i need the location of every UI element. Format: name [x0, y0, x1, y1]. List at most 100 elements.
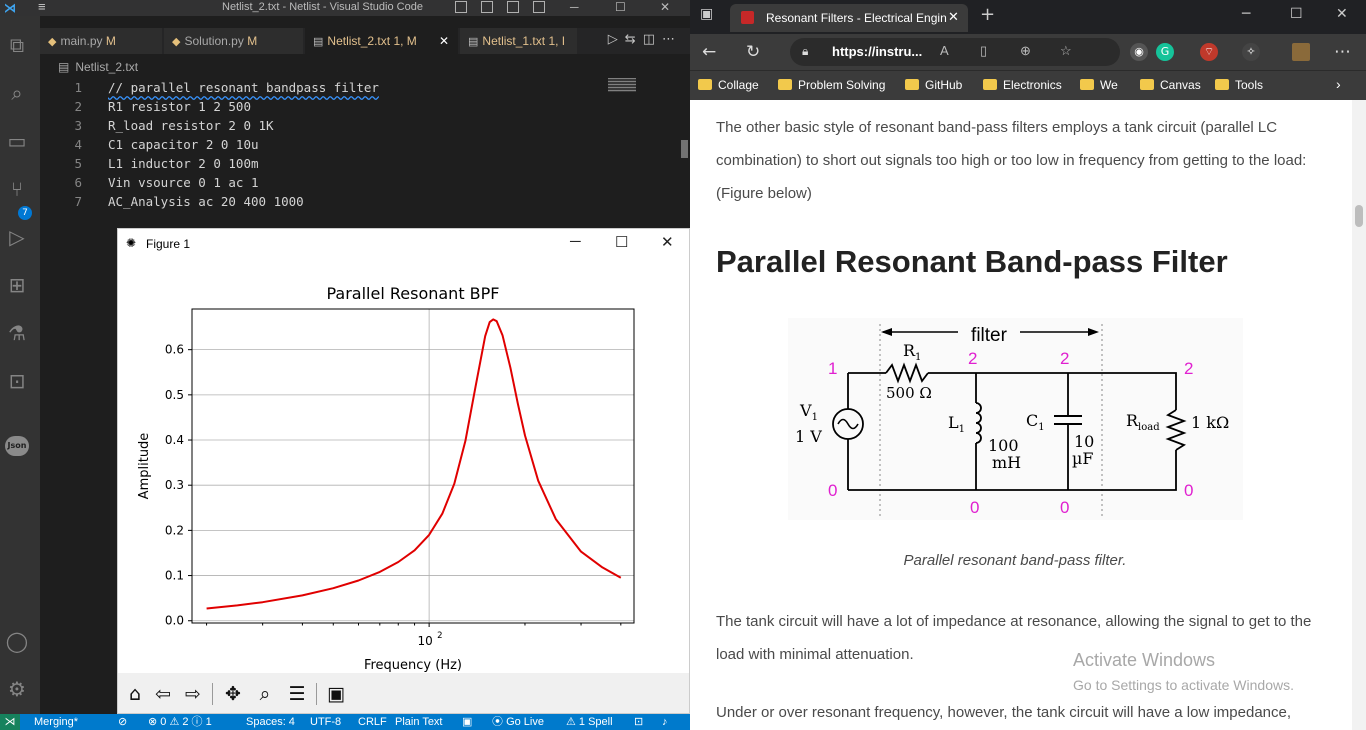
hamburger-menu-icon[interactable]: ≡	[38, 0, 46, 14]
bookmark-folder[interactable]: We	[1080, 78, 1118, 92]
vscode-logo-icon: ⋊	[4, 1, 16, 15]
l1-label: L1	[948, 413, 965, 435]
camera-extension-icon[interactable]: ◉	[1130, 43, 1148, 61]
settings-more-icon[interactable]: ⋯	[1334, 42, 1351, 62]
eol-status[interactable]: CRLF	[358, 716, 387, 728]
minimize-icon[interactable]: ─	[570, 0, 579, 14]
maximize-icon[interactable]: ☐	[615, 0, 626, 14]
breadcrumb[interactable]: ▤Netlist_2.txt	[58, 60, 138, 74]
branch-status[interactable]: Merging*	[34, 716, 79, 728]
close-icon[interactable]: ✕	[660, 0, 671, 14]
save-figure-icon[interactable]: ▣	[327, 683, 345, 705]
code-text: // parallel resonant bandpass filter	[108, 80, 379, 95]
bookmark-folder[interactable]: Problem Solving	[778, 78, 885, 92]
encoding-status[interactable]: UTF-8	[310, 716, 342, 728]
extensions-puzzle-icon[interactable]: ✧	[1242, 43, 1260, 61]
problems-status[interactable]: ⊗ 0 ⚠ 2 ⓘ 1	[148, 716, 212, 728]
grammarly-extension-icon[interactable]: G	[1156, 43, 1174, 61]
python-file-icon: ◆	[48, 36, 57, 48]
manage-gear-icon[interactable]: ⚙	[8, 677, 26, 701]
tab-main-py[interactable]: ◆main.py M	[40, 28, 163, 54]
notifications-icon[interactable]: ♪	[662, 716, 668, 728]
chevron-right-icon[interactable]: ›	[1336, 76, 1341, 92]
toggle-panel-icon[interactable]	[481, 1, 493, 13]
refresh-icon[interactable]: ↻	[746, 42, 761, 62]
maximize-icon[interactable]: ☐	[615, 234, 629, 251]
back-icon[interactable]: ←	[702, 42, 717, 62]
tab-actions-icon[interactable]: ▣	[700, 6, 714, 22]
extensions-icon[interactable]: ⊞	[8, 273, 26, 297]
tab-netlist-2[interactable]: ▤Netlist_2.txt 1, M ✕	[305, 28, 459, 54]
code-text: C1 capacitor 2 0 10u	[108, 137, 259, 152]
page-scrollbar[interactable]	[1352, 100, 1366, 730]
minimize-icon[interactable]: ─	[1242, 6, 1251, 22]
home-icon[interactable]: ⌂	[128, 683, 142, 705]
testing-icon[interactable]: ⚗	[8, 321, 26, 345]
indentation-status[interactable]: Spaces: 4	[246, 716, 295, 728]
bookmark-folder[interactable]: Electronics	[983, 78, 1062, 92]
zoom-icon[interactable]: ⊕	[1020, 43, 1031, 58]
golive-status[interactable]: ⦿ Go Live	[492, 716, 544, 728]
account-icon[interactable]: ◯	[5, 629, 29, 653]
code-text: AC_Analysis ac 20 400 1000	[108, 194, 304, 209]
close-icon[interactable]: ✕	[1336, 6, 1348, 22]
tab-netlist-1[interactable]: ▤Netlist_1.txt 1, I	[460, 28, 578, 54]
split-editor-icon[interactable]: ◫	[642, 32, 662, 47]
forward-icon[interactable]: ⇨	[185, 683, 201, 705]
bookmark-folder[interactable]: Tools	[1215, 78, 1263, 92]
search-icon[interactable]: ⌕	[11, 81, 23, 105]
tab-resonant-filters[interactable]: Resonant Filters - Electrical Engin ✕	[730, 4, 968, 32]
toggle-sidebar-icon[interactable]	[455, 1, 467, 13]
run-debug-icon[interactable]: ▷	[9, 225, 25, 249]
tab-close-icon[interactable]: ✕	[439, 34, 450, 48]
customize-layout-icon[interactable]	[533, 1, 545, 13]
close-icon[interactable]: ✕	[661, 234, 674, 251]
y-tick-label: 0.5	[165, 388, 184, 402]
remote-explorer-icon[interactable]: ▭	[7, 129, 27, 153]
run-icon[interactable]: ▷	[607, 32, 625, 47]
json-extension-icon[interactable]: Json	[5, 436, 29, 456]
editor-scrollbar[interactable]	[681, 140, 688, 158]
reader-view-icon[interactable]: ▯	[980, 43, 988, 58]
read-aloud-icon[interactable]: A	[940, 43, 949, 58]
sync-icon[interactable]: ⊘	[118, 716, 128, 728]
feedback-icon[interactable]: ⊡	[634, 716, 644, 728]
remote-icon[interactable]: ⊡	[8, 369, 26, 393]
source-control-icon[interactable]: ⑂	[11, 177, 23, 201]
v1-value: 1 V	[795, 427, 822, 446]
circuit-diagram: filter R1 500 Ω V1 1 V L1	[788, 318, 1243, 520]
tab-close-icon[interactable]: ✕	[948, 9, 959, 24]
minimize-icon[interactable]: ─	[570, 233, 581, 250]
bookmark-folder[interactable]: Collage	[698, 78, 759, 92]
explorer-icon[interactable]: ⧉	[9, 33, 25, 57]
configure-subplots-icon[interactable]: ☰	[288, 683, 306, 705]
more-actions-icon[interactable]: ⋯	[662, 32, 682, 47]
y-axis-label: Amplitude	[137, 433, 152, 500]
address-bar[interactable]: 🔒︎ https://instru... A ▯ ⊕ ☆	[790, 38, 1120, 66]
paragraph: The tank circuit will have a lot of impe…	[716, 613, 1312, 663]
language-status[interactable]: Plain Text	[395, 716, 443, 728]
maximize-icon[interactable]: ☐	[1290, 6, 1303, 22]
zoom-icon[interactable]: ⌕	[259, 683, 271, 705]
node-label-1: 1	[828, 359, 837, 378]
bookmark-folder[interactable]: GitHub	[905, 78, 962, 92]
remote-indicator-icon[interactable]: ⋊	[0, 714, 20, 730]
scrollbar-thumb[interactable]	[1355, 205, 1363, 227]
new-tab-icon[interactable]: +	[980, 4, 996, 25]
diagram-background	[788, 318, 1243, 520]
profile-avatar[interactable]	[1292, 43, 1310, 61]
toggle-secondary-sidebar-icon[interactable]	[507, 1, 519, 13]
back-icon[interactable]: ⇦	[155, 683, 171, 705]
spell-status[interactable]: ⚠ 1 Spell	[566, 716, 613, 728]
y-tick-label: 0.0	[165, 614, 184, 628]
terminal-icon[interactable]: ▣	[462, 716, 473, 728]
bookmark-folder[interactable]: Canvas	[1140, 78, 1201, 92]
wifi-extension-icon[interactable]: ⌔	[1200, 43, 1218, 61]
pan-icon[interactable]: ✥	[225, 683, 241, 705]
favorite-star-icon[interactable]: ☆	[1060, 43, 1072, 58]
compare-icon[interactable]: ⇆	[624, 32, 643, 47]
minimap[interactable]	[608, 78, 636, 92]
tab-solution-py[interactable]: ◆Solution.py M	[164, 28, 304, 54]
